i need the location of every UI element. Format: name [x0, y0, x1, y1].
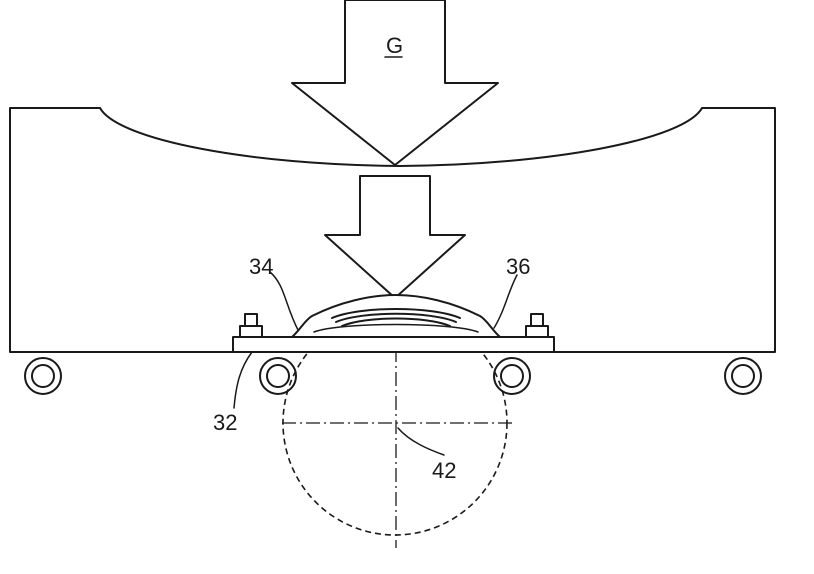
- leader-34: [269, 271, 299, 331]
- base-plate: [232, 336, 555, 353]
- roller: [493, 357, 531, 395]
- profile-inner-line-3: [341, 317, 451, 327]
- label-42: 42: [432, 458, 456, 483]
- label-36: 36: [506, 254, 530, 279]
- press-arrow: [324, 175, 466, 299]
- leader-36: [493, 274, 518, 329]
- leader-32: [233, 351, 253, 409]
- formed-profile: [291, 294, 501, 338]
- right-clamp-bolt: [525, 313, 549, 338]
- leader-42: [397, 427, 445, 456]
- roller: [259, 357, 297, 395]
- left-clamp-bolt: [239, 313, 263, 338]
- label-34: 34: [249, 254, 273, 279]
- load-arrow: [291, 0, 499, 166]
- load-label: G: [386, 33, 403, 58]
- roller: [724, 357, 762, 395]
- profile-inner-line-2: [335, 312, 457, 323]
- label-32: 32: [213, 410, 237, 435]
- profile-inner-line-1: [331, 308, 461, 319]
- roller: [24, 357, 62, 395]
- die-block: [9, 107, 776, 353]
- profile-inner-line-4: [313, 323, 479, 333]
